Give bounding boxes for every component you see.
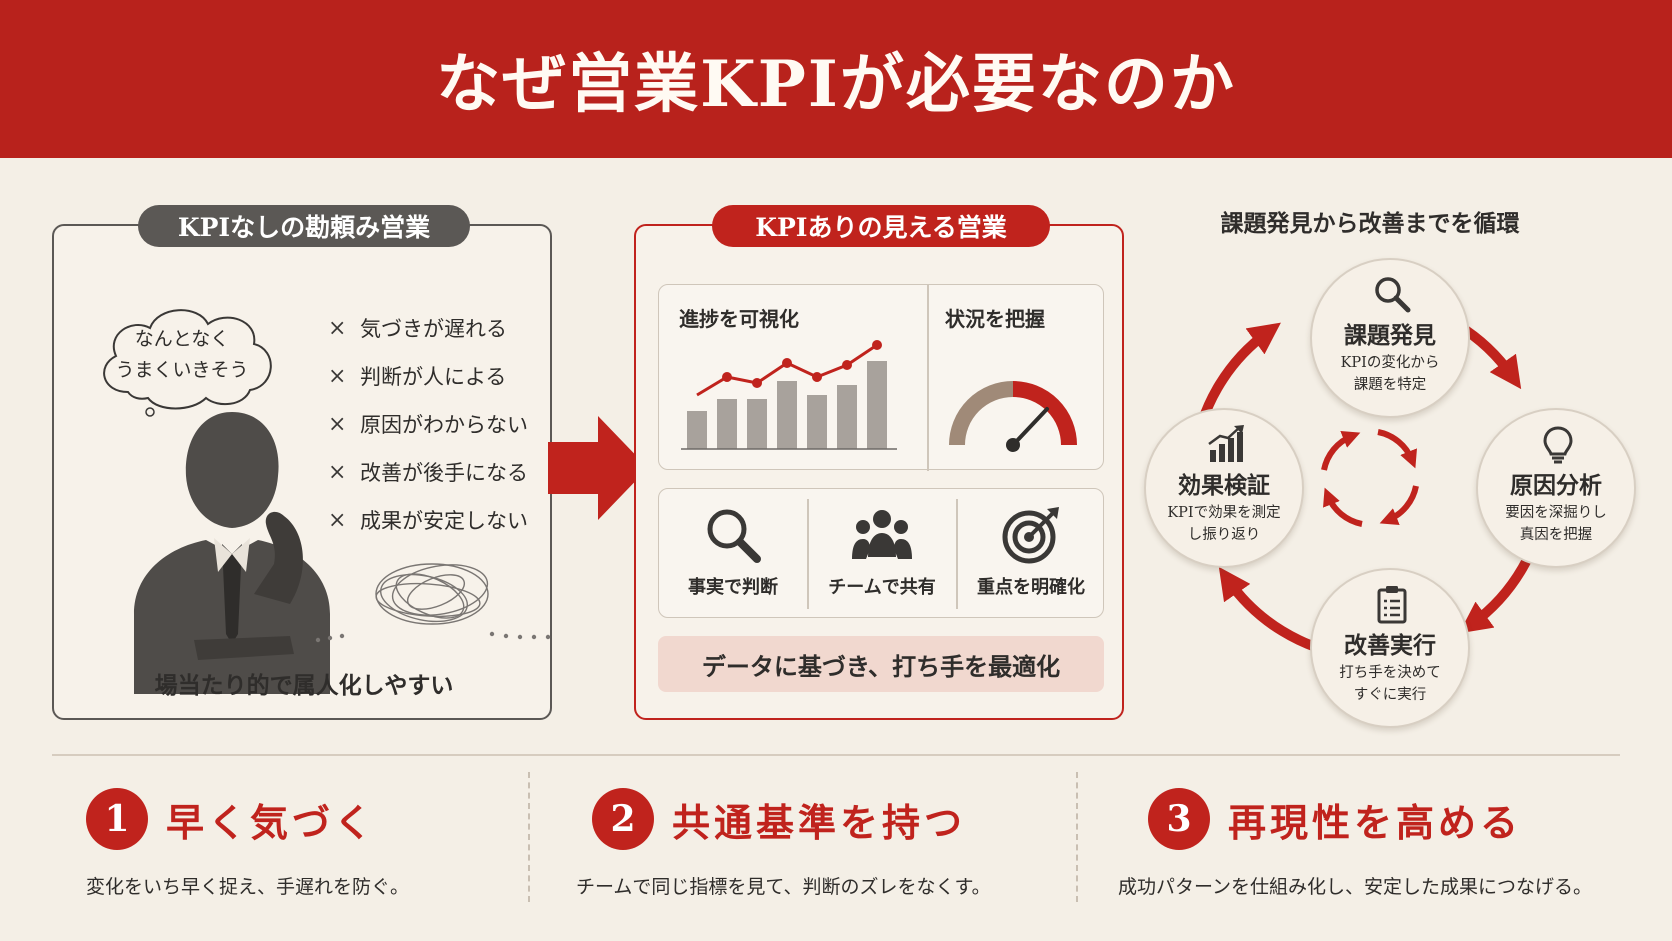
x-mark-icon: × (328, 507, 347, 533)
problem-item: ×改善が後手になる (328, 459, 528, 486)
left-caption: 場当たり的で属人化しやすい (154, 672, 454, 699)
businessman-silhouette-icon (134, 412, 330, 694)
thought-text: なんとなく うまくいきそう (84, 324, 280, 386)
card-divider (956, 499, 958, 609)
problem-item: ×成果が安定しない (328, 507, 528, 534)
problem-item: ×原因がわからない (328, 411, 528, 438)
point-title: 共通基準を持つ (672, 800, 967, 845)
cycle-title: 課題発見から改善までを循環 (1220, 210, 1520, 237)
problem-list: ×気づきが遅れる ×判断が人による ×原因がわからない ×改善が後手になる ×成… (328, 304, 528, 544)
panel-label-without-kpi: KPIなしの勘頼み営業 (138, 205, 470, 247)
team-people-icon (852, 510, 912, 559)
tangled-scribble-icon (315, 563, 551, 643)
panel-without-kpi: KPIなしの勘頼み営業 なんとなく うまくいきそう ×気づきが遅れる ×判 (52, 205, 552, 720)
x-mark-icon: × (328, 363, 347, 389)
title-banner: なぜ営業KPIが必要なのか (0, 0, 1672, 158)
target-icon (1002, 507, 1059, 564)
section-divider (52, 754, 1620, 756)
card-divider (807, 499, 809, 609)
growth-chart-icon (1208, 425, 1244, 462)
cycle-node-verification: 効果検証 KPIで効果を測定 し振り返り (1144, 408, 1304, 568)
problem-item: ×気づきが遅れる (328, 315, 507, 342)
problem-item: ×判断が人による (328, 363, 507, 390)
data-summary: データに基づき、打ち手を最適化 (658, 636, 1104, 692)
page-title: なぜ営業KPIが必要なのか (436, 47, 1236, 122)
x-mark-icon: × (328, 411, 347, 437)
point-title: 早く気づく (166, 800, 377, 845)
cycle-node-issue-discovery: 課題発見 KPIの変化から 課題を特定 (1310, 258, 1470, 418)
visualization-card: 進捗を可視化 状況を把握 (658, 284, 1104, 471)
cycle-node-improvement: 改善実行 打ち手を決めて すぐに実行 (1310, 568, 1470, 728)
feature-fact-based: 事実で判断 (659, 489, 807, 619)
transition-arrow-icon (548, 416, 648, 520)
status-label: 状況を把握 (945, 307, 1045, 331)
cycle-node-cause-analysis: 原因分析 要因を深掘りし 真因を把握 (1476, 408, 1636, 568)
point-divider (528, 772, 530, 902)
card-divider (927, 285, 929, 471)
x-mark-icon: × (328, 315, 347, 341)
progress-chart-icon (681, 340, 897, 450)
magnifier-icon (1375, 277, 1411, 313)
panel-with-kpi: KPIありの見える営業 進捗を可視化 状況を把握 (634, 205, 1124, 720)
point-number-badge: 2 (592, 788, 654, 850)
thought-line-2: うまくいきそう (115, 359, 249, 381)
clipboard-icon (1377, 586, 1407, 624)
speedometer-gauge-icon (949, 381, 1077, 452)
thought-line-1: なんとなく (134, 328, 230, 350)
features-card: 事実で判断 チームで共有 (658, 488, 1104, 618)
point-description: 変化をいち早く捉え、手遅れを防ぐ。 (86, 876, 410, 898)
point-number-badge: 3 (1148, 788, 1210, 850)
panel-label-with-kpi: KPIありの見える営業 (712, 205, 1050, 247)
progress-label: 進捗を可視化 (679, 307, 799, 331)
feature-team-share: チームで共有 (808, 489, 956, 619)
point-description: 成功パターンを仕組み化し、安定した成果につなげる。 (1118, 876, 1593, 898)
point-number-badge: 1 (86, 788, 148, 850)
feature-clarify-focus: 重点を明確化 (957, 489, 1105, 619)
magnifier-icon (707, 509, 761, 563)
lightbulb-icon (1543, 426, 1573, 464)
point-description: チームで同じ指標を見て、判断のズレをなくす。 (576, 876, 991, 898)
point-divider (1076, 772, 1078, 902)
thought-cloud-icon (103, 309, 272, 417)
x-mark-icon: × (328, 459, 347, 485)
point-title: 再現性を高める (1228, 800, 1523, 845)
